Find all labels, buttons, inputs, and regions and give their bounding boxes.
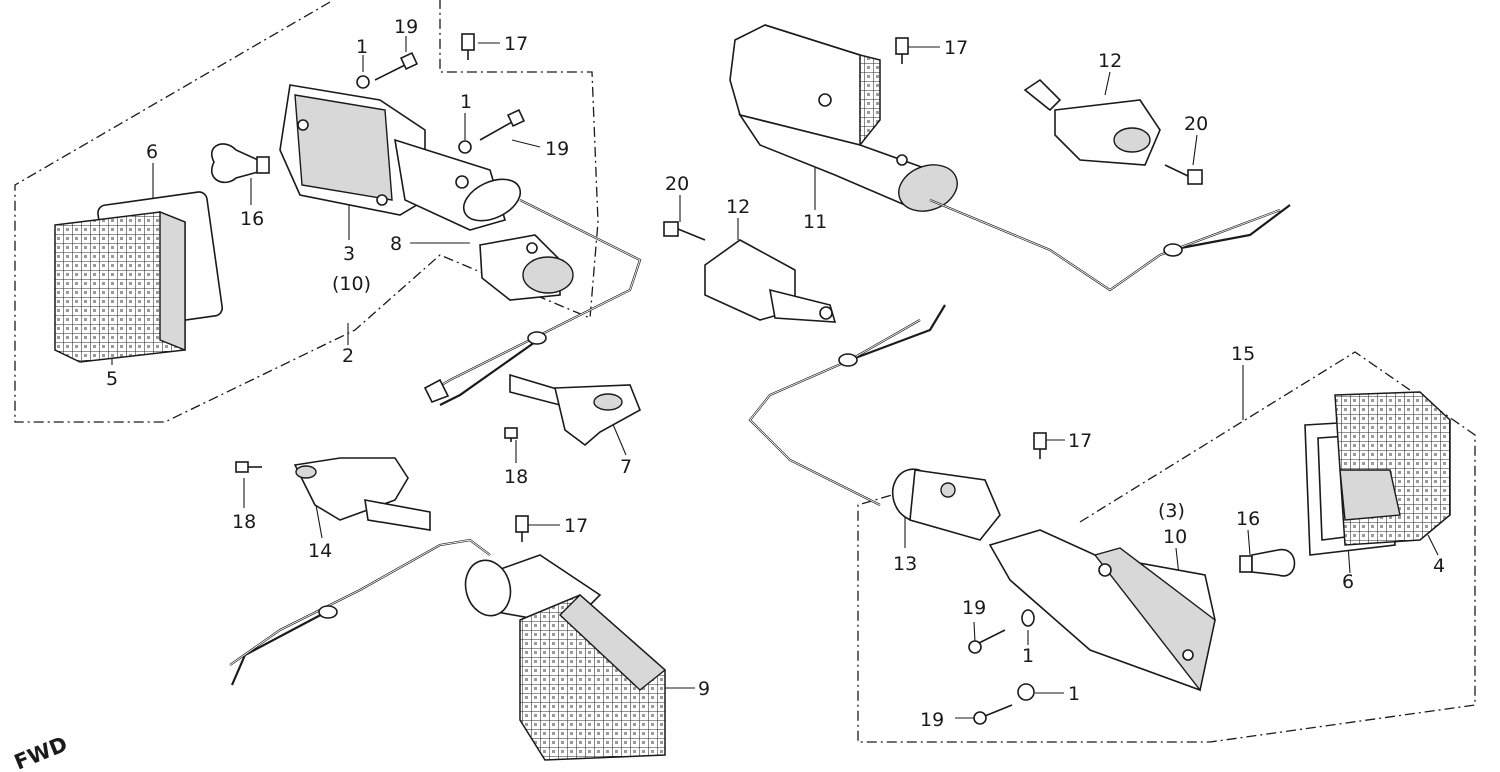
callout-2: 2 [342, 345, 354, 367]
callout-8: 8 [390, 233, 402, 255]
callout-1: 1 [1068, 683, 1080, 705]
callout-6: 6 [1342, 571, 1354, 593]
callout-18: 18 [232, 511, 256, 533]
callout-19: 19 [920, 709, 944, 731]
socket-8 [479, 234, 574, 301]
callout-19: 19 [394, 16, 418, 38]
bracket-14 [293, 457, 431, 531]
callout-12: 12 [726, 196, 750, 218]
callout-20: 20 [1184, 113, 1208, 135]
callout-11: 11 [803, 211, 827, 233]
callout-3-paren: (3) [1158, 500, 1185, 522]
wire-harness-front-left [423, 199, 642, 406]
callout-16: 16 [1236, 508, 1260, 530]
callout-1: 1 [460, 91, 472, 113]
lens-5-front-left [54, 191, 223, 363]
fwd-label: FWD [11, 732, 71, 772]
callout-6: 6 [146, 141, 158, 163]
bracket-12-center [663, 221, 837, 323]
callout-19: 19 [545, 138, 569, 160]
lens-4-gasket-6-front-right [1304, 391, 1451, 556]
callout-labels: 1 1 1 1 2 3 (10) (3) 4 5 6 6 7 8 9 10 11… [106, 16, 1445, 731]
bracket-7 [509, 373, 642, 447]
callout-17: 17 [944, 37, 968, 59]
callout-10: 10 [1163, 526, 1187, 548]
callout-18: 18 [504, 466, 528, 488]
callout-17: 17 [504, 33, 528, 55]
assembly-outline-front-left [14, 0, 599, 423]
turn-signal-9 [464, 515, 667, 761]
callout-12: 12 [1098, 50, 1122, 72]
bolts-17-20-right [895, 37, 1203, 185]
grommet-13 [891, 468, 1001, 541]
callout-17: 17 [1068, 430, 1092, 452]
bracket-12-right [1023, 78, 1161, 166]
wire-harness-rear-left [229, 538, 491, 686]
assembly-outline-front-right [857, 351, 1476, 743]
callout-4: 4 [1433, 555, 1445, 577]
callout-15: 15 [1231, 343, 1255, 365]
housing-3-front-left [279, 84, 522, 231]
callout-17: 17 [564, 515, 588, 537]
callout-16: 16 [240, 208, 264, 230]
callout-19: 19 [962, 597, 986, 619]
callout-20: 20 [665, 173, 689, 195]
bulb-16-front-right [1239, 548, 1296, 577]
callout-9: 9 [698, 678, 710, 700]
callout-5: 5 [106, 368, 118, 390]
callout-14: 14 [308, 540, 332, 562]
callout-13: 13 [893, 553, 917, 575]
callout-10-paren: (10) [332, 273, 371, 295]
screws-18-19-1-front-left [235, 33, 526, 473]
bulb-16-front-left [211, 143, 270, 184]
turn-signal-11 [729, 24, 958, 212]
wire-harness-front-right [748, 304, 946, 506]
housing-10-front-right [988, 529, 1216, 692]
callout-7: 7 [620, 456, 632, 478]
callout-1: 1 [1022, 645, 1034, 667]
callout-1: 1 [356, 36, 368, 58]
callout-3: 3 [343, 243, 355, 265]
screws-front-right [968, 432, 1047, 725]
wire-harness-rear-right [929, 198, 1291, 292]
